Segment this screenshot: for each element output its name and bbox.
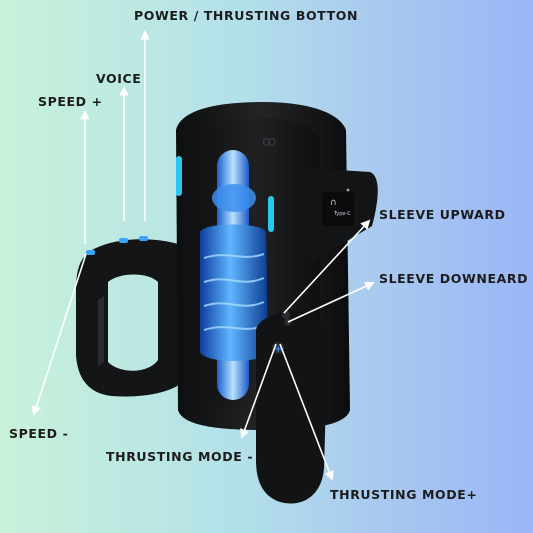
sleeve-downward-callout: [287, 281, 375, 323]
headphone-icon: ∩: [330, 198, 337, 208]
left-light-strip: [176, 156, 182, 196]
handle: [76, 239, 186, 397]
callout-lines: [31, 30, 375, 481]
thrusting-mode-minus-label: THRUSTING MODE -: [106, 449, 254, 464]
led-dot: [346, 188, 350, 192]
svg-text:+: +: [274, 344, 282, 355]
voice-label: VOICE: [96, 71, 142, 86]
sleeve-upward-button[interactable]: [282, 311, 290, 319]
port-module: ∩ Type-C: [304, 168, 378, 262]
speed-plus-button[interactable]: [86, 250, 95, 255]
voice-button[interactable]: [119, 238, 128, 243]
thrusting-mode-plus-label: THRUSTING MODE+: [330, 487, 478, 502]
power-thrusting-button[interactable]: [139, 236, 148, 241]
front-grip: +: [256, 311, 328, 504]
speed-minus-label: SPEED -: [9, 426, 69, 441]
type-c-port: Type-C: [333, 211, 351, 217]
sleeve-upward-callout: [283, 219, 371, 314]
thrusting-mode-plus-callout: [279, 343, 334, 481]
speed-buttons: [86, 236, 148, 255]
sleeve-assembly: [200, 150, 268, 400]
speed-minus-callout: [31, 253, 87, 416]
right-light-strip: [268, 196, 274, 232]
power-thrusting-label: POWER / THRUSTING BOTTON: [134, 8, 359, 23]
thrusting-mode-minus-callout: [240, 343, 277, 439]
brand-mark: ꝏ: [262, 134, 276, 150]
sleeve-downward-label: SLEEVE DOWNEARD: [379, 271, 529, 286]
sleeve-upward-label: SLEEVE UPWARD: [379, 207, 506, 222]
speed-plus-label: SPEED +: [38, 94, 103, 109]
